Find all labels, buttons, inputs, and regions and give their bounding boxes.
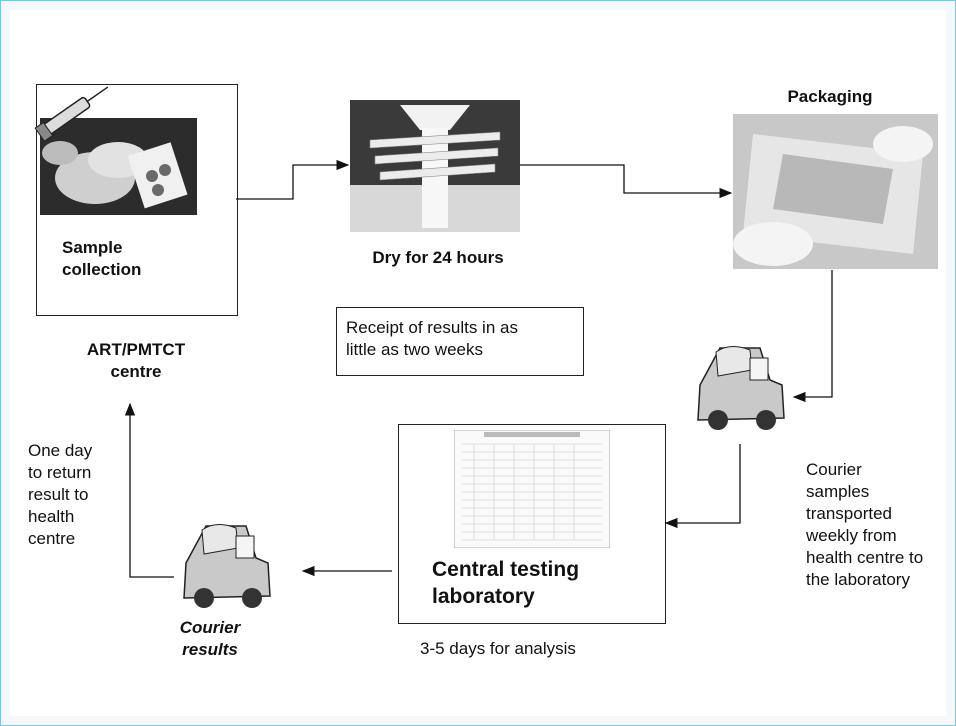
- arrow-courier-to-lab: [664, 444, 741, 529]
- sample-collection-photo: [40, 118, 197, 215]
- arrow-collection-to-dry: [236, 159, 350, 200]
- dry-label: Dry for 24 hours: [372, 248, 504, 267]
- receipt-note-text: Receipt of results in as little as two w…: [346, 318, 518, 359]
- sample-collection-label: Sample collection: [62, 238, 142, 279]
- arrow-courier-to-centre: [124, 402, 174, 578]
- arrow-packaging-to-courier: [792, 270, 833, 403]
- packaging-photo: [733, 114, 938, 269]
- art-centre-label: ART/PMTCT centre: [86, 340, 186, 381]
- courier-van-icon: [697, 346, 785, 430]
- analysis-time-label: 3-5 days for analysis: [420, 639, 576, 658]
- arrow-dry-to-packaging: [520, 164, 733, 199]
- lab-sheet-image: [454, 430, 610, 548]
- courier-van-icon: [183, 524, 271, 608]
- return-time-text: One day to return result to health centr…: [28, 441, 93, 548]
- courier-samples-text: Courier samples transported weekly from …: [806, 460, 924, 589]
- receipt-note-box: [336, 307, 584, 376]
- packaging-label: Packaging: [787, 87, 873, 106]
- drying-rack-photo: [350, 100, 520, 232]
- syringe-icon: [34, 86, 109, 140]
- courier-results-label: Courier results: [179, 618, 241, 659]
- central-lab-label: Central testing laboratory: [432, 558, 580, 608]
